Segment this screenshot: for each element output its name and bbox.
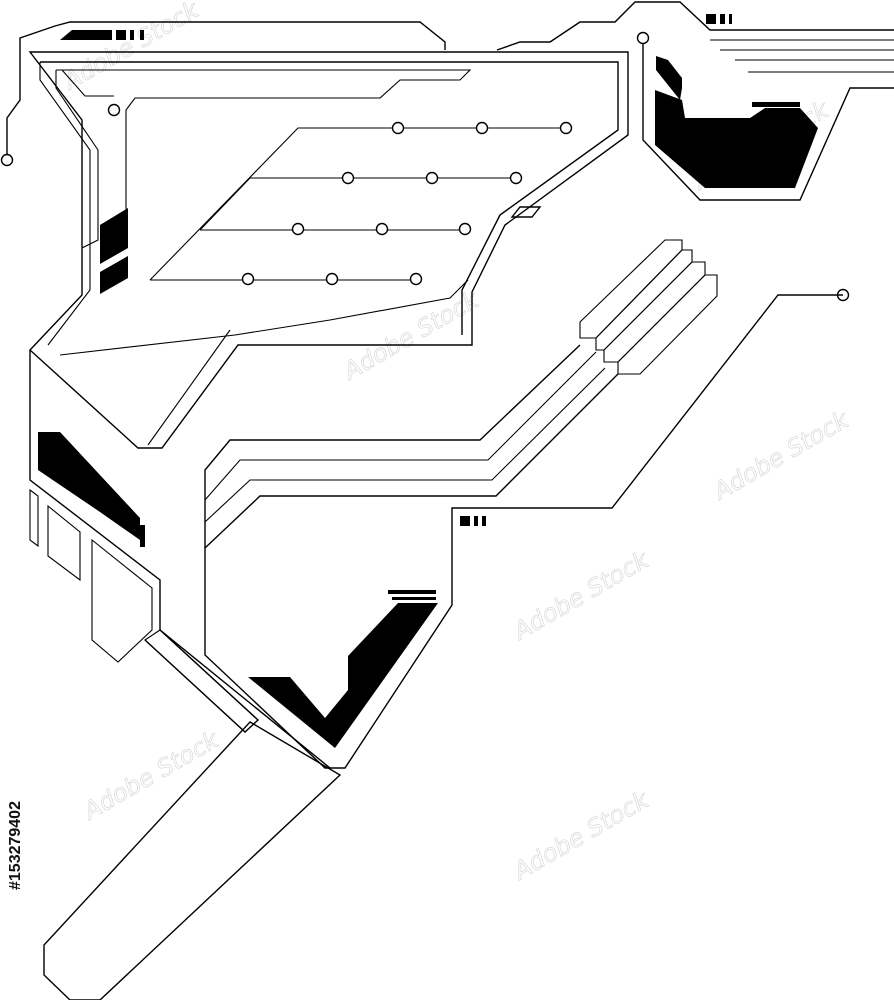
right-wiring [204, 294, 843, 769]
top-left-wiring [6, 21, 446, 160]
top-right-tick [729, 14, 732, 24]
top-left-tick [130, 30, 134, 40]
connector-node [509, 171, 523, 185]
connector-node [325, 272, 339, 286]
watermark-text: Adobe Stock [57, 0, 204, 96]
connector-node [241, 272, 255, 286]
connector-node [458, 222, 472, 236]
connector-node [636, 31, 650, 45]
bottom-arm [43, 721, 342, 1000]
watermark-text: Adobe Stock [507, 545, 654, 646]
panel-fill-small [656, 56, 682, 100]
check-fill [248, 603, 438, 748]
frame-bar-upper [100, 208, 128, 264]
connector-node [291, 222, 305, 236]
watermark-text: Adobe Stock [507, 785, 654, 886]
connector-node [0, 153, 14, 167]
top-left-bar [60, 30, 112, 40]
watermark-text: Adobe Stock [77, 725, 224, 826]
check-tick [392, 597, 436, 600]
watermark-text: Adobe Stock [707, 405, 854, 506]
top-right-module [496, 1, 894, 201]
panel-fill-large [655, 90, 818, 188]
connector-node [391, 121, 405, 135]
main-frame [28, 51, 629, 449]
left-column [29, 350, 331, 769]
left-slab-tick [140, 525, 145, 547]
connector-node [475, 121, 489, 135]
left-slab [38, 432, 140, 540]
mid-tick [460, 516, 470, 526]
check-block [248, 590, 438, 748]
top-left-tick [116, 30, 126, 40]
connector-node [425, 171, 439, 185]
mid-tick [482, 516, 486, 526]
top-left-tick [140, 30, 144, 40]
check-tick [388, 590, 436, 594]
connector-node [341, 171, 355, 185]
connector-node [107, 103, 121, 117]
top-right-tick [720, 14, 725, 24]
connector-node [375, 222, 389, 236]
stepped-ribbon [204, 239, 718, 549]
connector-node [559, 121, 573, 135]
mid-tick [474, 516, 478, 526]
top-right-tick [706, 14, 716, 24]
connector-nodes [0, 31, 850, 302]
frame-diagonals [149, 127, 568, 281]
stock-id-label: #153279402 [7, 801, 24, 890]
frame-bar-lower [100, 256, 128, 294]
connector-node [409, 272, 423, 286]
panel-tick [752, 102, 800, 107]
